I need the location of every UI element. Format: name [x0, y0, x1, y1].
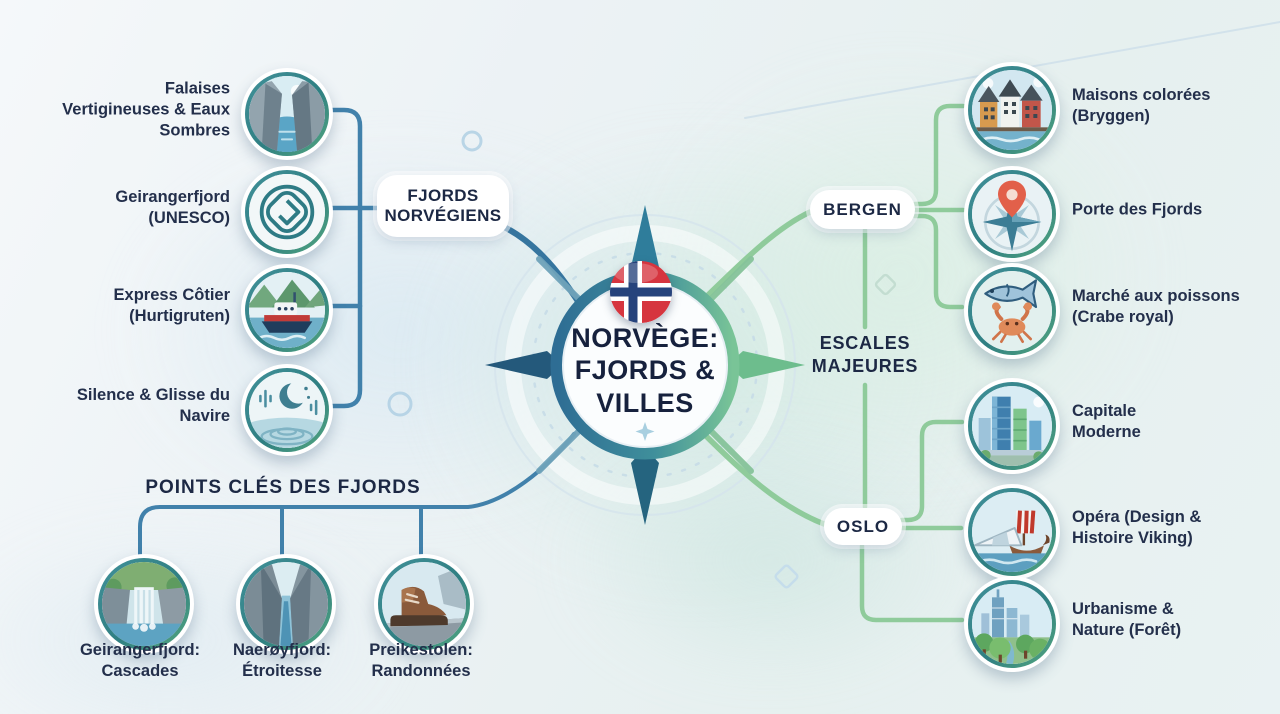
central-title-line1: NORVÈGE:	[571, 323, 719, 353]
city-node-oslo: OSLO	[824, 508, 902, 545]
fish-crab-icon	[964, 263, 1060, 359]
branch-node-fjords-norvegiens: FJORDS NORVÉGIENS	[377, 175, 509, 237]
modern-city-icon	[964, 378, 1060, 474]
unesco-emblem-icon	[241, 166, 333, 258]
city-label: BERGEN	[823, 199, 902, 219]
item-label-urbanisme-nature: Urbanisme & Nature (Forêt)	[1072, 599, 1182, 639]
narrow-fjord-icon	[236, 554, 336, 654]
item-label-express-cotier: Express Côtier (Hurtigruten)	[113, 285, 230, 325]
city-forest-icon	[964, 576, 1060, 672]
central-title-line2: FJORDS &	[574, 355, 716, 386]
item-label-marche-aux-poissons: Marché aux poissons (Crabe royal)	[1072, 286, 1240, 326]
item-label-maisons-colorees: Maisons colorées (Bryggen)	[1072, 85, 1211, 125]
compass-pin-icon	[964, 166, 1060, 262]
fjord-cliffs-icon	[241, 68, 333, 160]
city-label: OSLO	[836, 516, 890, 536]
norway-flag-icon	[610, 261, 672, 323]
item-label-geirangerfjord-cascades: Geirangerfjord: Cascades	[79, 641, 201, 681]
item-label-geirangerfjord-unesco: Geirangerfjord (UNESCO)	[115, 187, 230, 227]
coastal-ship-icon	[241, 264, 333, 356]
colored-houses-icon	[964, 62, 1060, 158]
moon-water-icon	[241, 364, 333, 456]
item-label-porte-des-fjords: Porte des Fjords	[1072, 200, 1203, 219]
item-label-silence-glisse: Silence & Glisse du Navire	[76, 385, 230, 425]
city-node-bergen: BERGEN	[810, 190, 915, 229]
branch-heading-points-cles: POINTS CLÉS DES FJORDS	[145, 477, 421, 498]
cities-branch-lines	[699, 103, 966, 623]
sparkle-icon	[635, 422, 655, 441]
item-label-opera-design-viking: Opéra (Design & Histoire Viking)	[1072, 507, 1202, 547]
item-label-falaises: Falaises Vertigineuses & Eaux Sombres	[62, 79, 230, 140]
branch-heading-escales-majeures: ESCALES MAJEURES	[811, 333, 919, 377]
branch-label: FJORDS NORVÉGIENS	[384, 185, 502, 225]
hiking-boot-icon	[374, 554, 474, 654]
item-label-preikestolen-randonnees: Preikestolen: Randonnées	[369, 641, 473, 681]
central-title-line3: VILLES	[596, 387, 694, 418]
central-topic: NORVÈGE: FJORDS & VILLES	[555, 322, 735, 419]
item-label-naeroyfjord-etroitesse: Naerøyfjord: Étroitesse	[232, 641, 332, 681]
item-label-capitale-moderne: Capitale Moderne	[1072, 401, 1141, 441]
opera-viking-icon	[964, 484, 1060, 580]
waterfall-icon	[94, 554, 194, 654]
